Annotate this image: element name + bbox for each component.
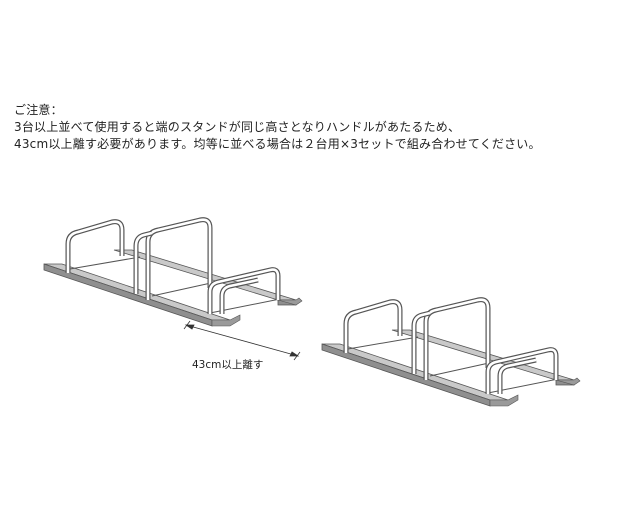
caution-note: ご注意： 3台以上並べて使用すると端のスタンドが同じ高さとなりハンドルがあたるた… — [14, 102, 541, 153]
gap-label: 43cm以上離す — [192, 359, 264, 371]
bike-rack-right — [322, 300, 580, 406]
caution-line-2: 43cm以上離す必要があります。均等に並べる場合は２台用×3セットで組み合わせて… — [14, 137, 541, 151]
caution-line-1: 3台以上並べて使用すると端のスタンドが同じ高さとなりハンドルがあたるため、 — [14, 120, 461, 134]
gap-dimension-line — [183, 320, 301, 361]
caution-heading: ご注意： — [14, 103, 63, 117]
bike-rack-left — [44, 220, 302, 326]
